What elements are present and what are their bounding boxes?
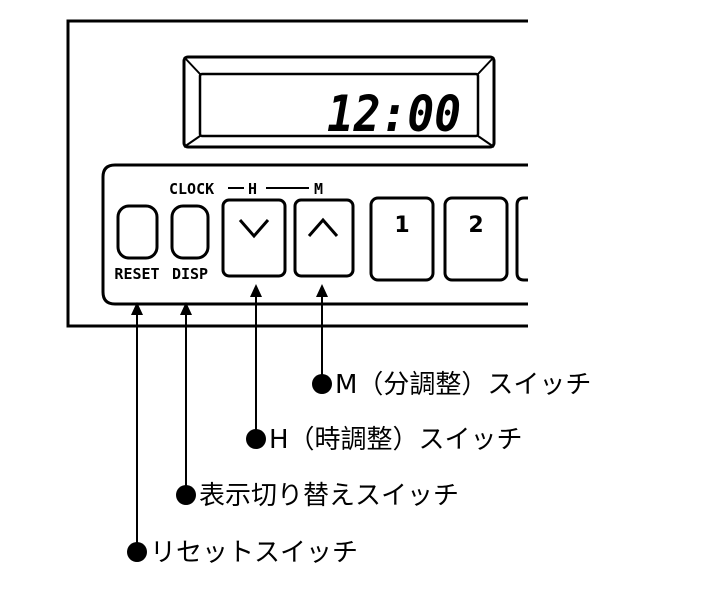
h-arrowhead: [250, 284, 262, 297]
disp-button-label: DISP: [172, 265, 208, 283]
clock-mode-label: CLOCK: [169, 180, 214, 198]
preset-1-button[interactable]: [369, 196, 435, 282]
callout-minute-adjust: M（分調整）スイッチ: [312, 370, 591, 400]
bullet-icon: [312, 374, 332, 394]
callout-display-switch: 表示切り替えスイッチ: [176, 481, 459, 511]
callout-leaders: [131, 284, 328, 546]
callout-hour-adjust-text: H（時調整）スイッチ: [269, 425, 523, 455]
preset-2-label: 2: [468, 213, 483, 238]
chevron-up-icon: [307, 217, 339, 237]
unit-housing: [66, 19, 528, 328]
button-panel: [101, 163, 528, 306]
minute-mode-label: M: [314, 180, 323, 198]
m-arrowhead: [316, 284, 328, 297]
clock-display-time: 12:00: [327, 85, 461, 143]
disp-arrowhead: [180, 302, 192, 315]
preset-3-button-partial[interactable]: [515, 196, 528, 282]
preset-2-button[interactable]: [443, 196, 509, 282]
chevron-down-icon: [238, 219, 270, 239]
bullet-icon: [246, 429, 266, 449]
disp-button[interactable]: [170, 204, 210, 260]
lcd-display: [182, 55, 496, 149]
preset-1-label: 1: [394, 213, 409, 238]
callout-reset-switch: リセットスイッチ: [127, 538, 358, 568]
hour-mode-label: H: [248, 180, 257, 198]
callout-display-switch-text: 表示切り替えスイッチ: [199, 481, 460, 511]
reset-arrowhead: [131, 302, 143, 315]
reset-button-label: RESET: [114, 265, 159, 283]
bullet-icon: [176, 485, 196, 505]
callout-minute-adjust-text: M（分調整）スイッチ: [335, 370, 592, 400]
callout-hour-adjust: H（時調整）スイッチ: [246, 425, 523, 455]
bullet-icon: [127, 542, 147, 562]
callout-reset-switch-text: リセットスイッチ: [150, 538, 359, 568]
reset-button[interactable]: [116, 204, 159, 260]
minute-adjust-button[interactable]: [293, 198, 355, 278]
